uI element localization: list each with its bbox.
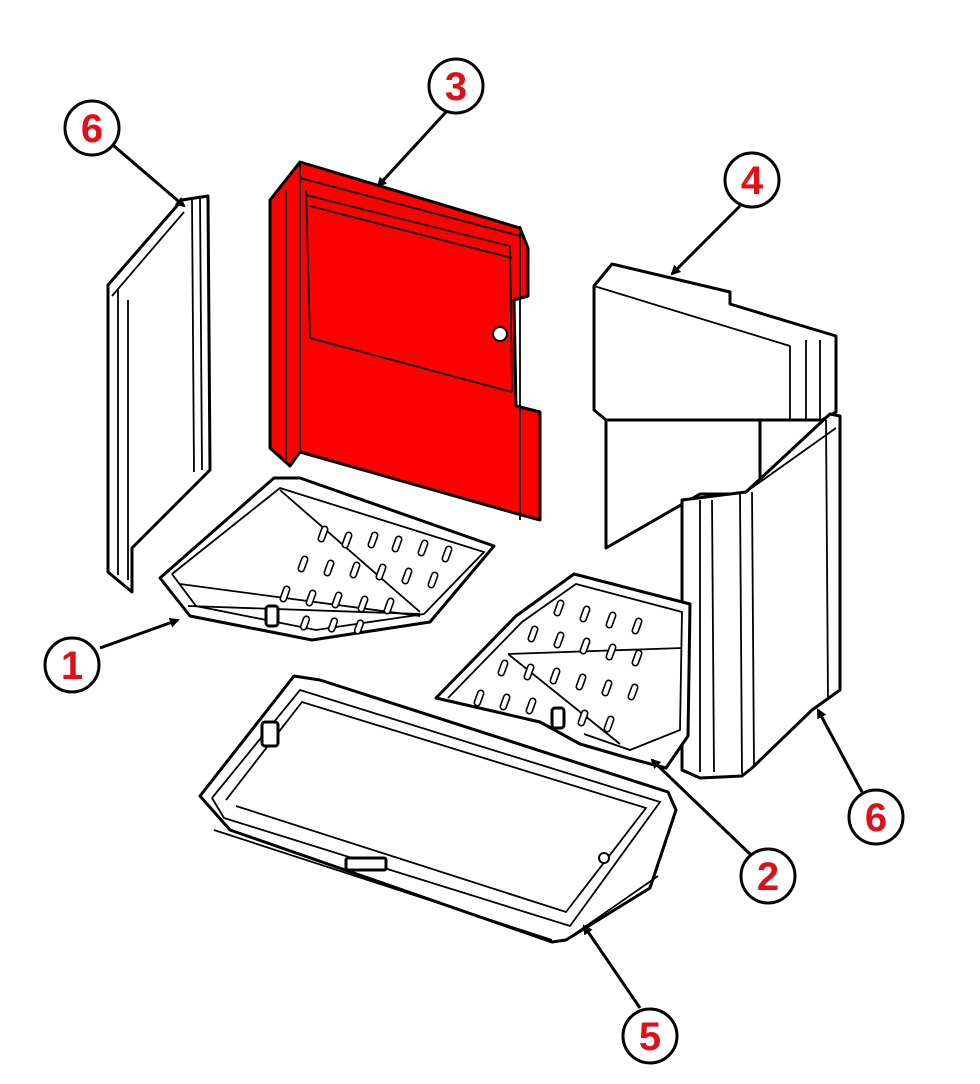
side-panel-left [106,194,212,594]
callout-6-left-label: 6 [81,107,103,151]
callout-2-label: 2 [757,855,779,899]
grate-right [434,572,692,770]
grate-left-slots [279,525,453,635]
grate-right-slots [473,599,643,733]
callout-6-right: 6 [847,788,905,846]
leader-3 [376,110,448,188]
leader-6-right [816,708,864,793]
callout-1-label: 1 [61,644,83,688]
back-panel [268,160,542,522]
side-panel-right [680,412,842,780]
grate-left [158,476,496,642]
callout-3: 3 [427,57,485,115]
callout-6-left: 6 [63,99,121,157]
baffle [592,262,838,550]
callout-2: 2 [739,847,797,905]
ash-pan [198,674,678,944]
callout-4-label: 4 [741,159,764,203]
leader-6-left [113,144,186,208]
callout-1: 1 [43,636,101,694]
leader-4 [670,204,742,276]
callout-3-label: 3 [445,65,467,109]
leader-5 [582,924,642,1009]
callout-4: 4 [723,151,781,209]
callout-5-label: 5 [639,1015,661,1059]
callout-5: 5 [621,1007,679,1065]
leader-2 [650,758,754,858]
leader-1 [99,617,180,650]
callout-6-right-label: 6 [865,796,887,840]
